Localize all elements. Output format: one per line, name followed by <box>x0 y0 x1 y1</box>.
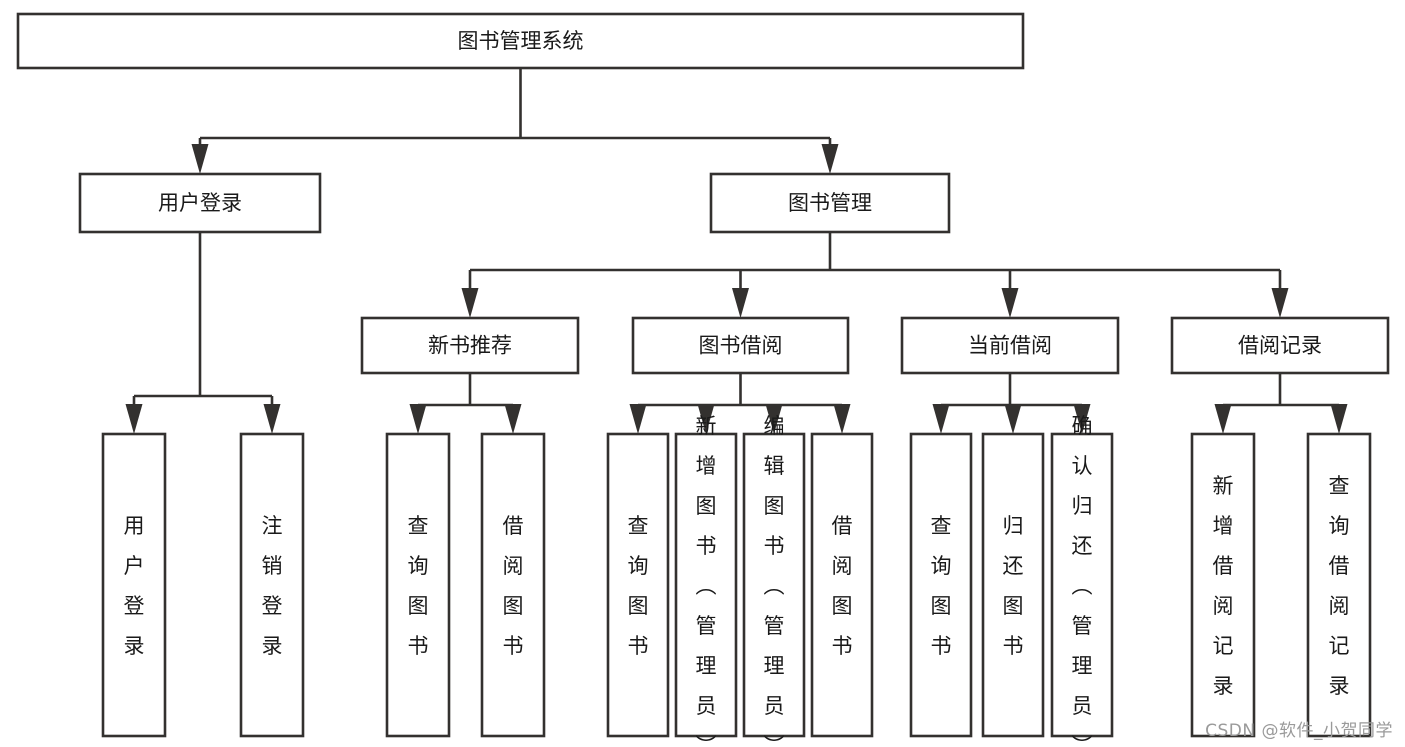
node-label-leaf-query-book-3: 查询图书 <box>931 514 952 658</box>
node-label-user-login: 用户登录 <box>158 191 242 215</box>
node-label-leaf-return-book: 归还图书 <box>1003 514 1024 658</box>
node-box-leaf-add-record[interactable] <box>1190 432 1256 738</box>
node-label-leaf-confirm-return: 确认归还︵管理员︶ <box>1072 414 1093 747</box>
node-box-borrow-record[interactable] <box>1170 316 1390 375</box>
node-leaf-user-login[interactable]: 用户登录 <box>101 432 167 738</box>
node-leaf-return-book[interactable]: 归还图书 <box>981 432 1045 738</box>
node-box-leaf-query-record[interactable] <box>1306 432 1372 738</box>
node-label-leaf-edit-book: 编辑图书︵管理员︶ <box>764 414 785 747</box>
node-leaf-user-logout[interactable]: 注销登录 <box>239 432 305 738</box>
node-box-leaf-query-book-1[interactable] <box>385 432 451 738</box>
node-box-leaf-user-logout[interactable] <box>239 432 305 738</box>
node-leaf-query-book-2[interactable]: 查询图书 <box>606 432 670 738</box>
node-box-leaf-borrow-book-2[interactable] <box>810 432 874 738</box>
node-current-borrow[interactable]: 当前借阅 <box>900 316 1120 375</box>
node-box-leaf-query-book-2[interactable] <box>606 432 670 738</box>
node-leaf-query-book-3[interactable]: 查询图书 <box>909 432 973 738</box>
node-book-manage[interactable]: 图书管理 <box>709 172 951 234</box>
node-label-borrow-record: 借阅记录 <box>1238 334 1322 358</box>
node-label-leaf-user-login: 用户登录 <box>124 514 145 658</box>
node-leaf-query-record[interactable]: 查询借阅记录 <box>1306 432 1372 738</box>
node-box-root[interactable] <box>16 12 1025 70</box>
node-box-leaf-query-book-3[interactable] <box>909 432 973 738</box>
node-leaf-add-book[interactable]: 新增图书︵管理员︶ <box>674 414 738 747</box>
node-box-book-manage[interactable] <box>709 172 951 234</box>
node-user-login[interactable]: 用户登录 <box>78 172 322 234</box>
node-label-new-book-rec: 新书推荐 <box>428 334 512 358</box>
node-leaf-borrow-book-2[interactable]: 借阅图书 <box>810 432 874 738</box>
node-box-leaf-return-book[interactable] <box>981 432 1045 738</box>
node-label-leaf-query-book-1: 查询图书 <box>408 514 429 658</box>
node-box-leaf-add-book[interactable] <box>674 432 738 738</box>
node-label-current-borrow: 当前借阅 <box>968 334 1052 358</box>
node-box-leaf-borrow-book-1[interactable] <box>480 432 546 738</box>
node-box-leaf-edit-book[interactable] <box>742 432 806 738</box>
node-box-current-borrow[interactable] <box>900 316 1120 375</box>
node-leaf-edit-book[interactable]: 编辑图书︵管理员︶ <box>742 414 806 747</box>
node-box-leaf-confirm-return[interactable] <box>1050 432 1114 738</box>
nodes-layer: 图书管理系统用户登录图书管理新书推荐图书借阅当前借阅借阅记录用户登录注销登录查询… <box>16 12 1390 747</box>
node-label-leaf-borrow-book-1: 借阅图书 <box>503 514 524 658</box>
node-leaf-borrow-book-1[interactable]: 借阅图书 <box>480 432 546 738</box>
node-book-borrow[interactable]: 图书借阅 <box>631 316 850 375</box>
node-borrow-record[interactable]: 借阅记录 <box>1170 316 1390 375</box>
node-leaf-confirm-return[interactable]: 确认归还︵管理员︶ <box>1050 414 1114 747</box>
node-root[interactable]: 图书管理系统 <box>16 12 1025 70</box>
node-leaf-query-book-1[interactable]: 查询图书 <box>385 432 451 738</box>
node-label-leaf-query-record: 查询借阅记录 <box>1329 474 1350 698</box>
node-label-root: 图书管理系统 <box>458 29 584 53</box>
node-label-leaf-user-logout: 注销登录 <box>262 514 283 658</box>
node-box-book-borrow[interactable] <box>631 316 850 375</box>
node-label-leaf-add-record: 新增借阅记录 <box>1213 474 1234 698</box>
node-label-leaf-add-book: 新增图书︵管理员︶ <box>696 414 717 747</box>
node-leaf-add-record[interactable]: 新增借阅记录 <box>1190 432 1256 738</box>
node-label-leaf-borrow-book-2: 借阅图书 <box>832 514 853 658</box>
node-label-book-borrow: 图书借阅 <box>699 334 783 358</box>
node-label-leaf-query-book-2: 查询图书 <box>628 514 649 658</box>
node-label-book-manage: 图书管理 <box>788 191 872 215</box>
node-box-user-login[interactable] <box>78 172 322 234</box>
node-new-book-rec[interactable]: 新书推荐 <box>360 316 580 375</box>
connectors-layer <box>125 68 1348 434</box>
node-box-leaf-user-login[interactable] <box>101 432 167 738</box>
node-box-new-book-rec[interactable] <box>360 316 580 375</box>
